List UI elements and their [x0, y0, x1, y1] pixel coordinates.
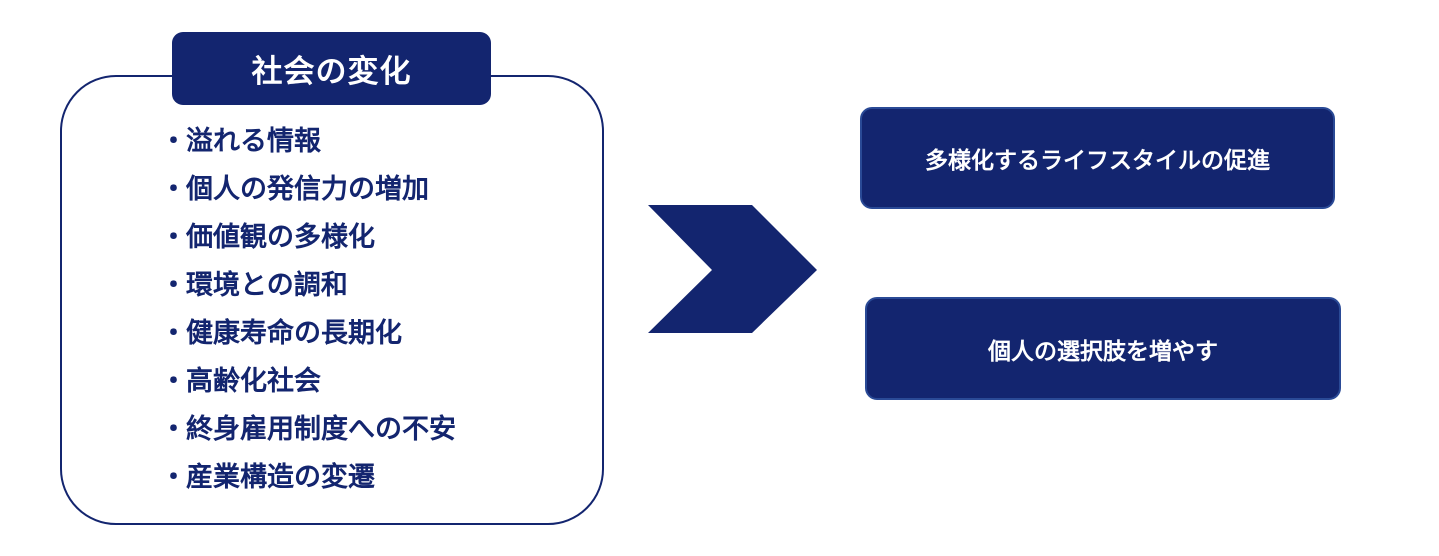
bullet: ・ — [160, 414, 187, 445]
bullet: ・ — [160, 126, 187, 157]
chevron-right-icon — [648, 205, 817, 333]
bullet: ・ — [160, 270, 187, 301]
bullet: ・ — [160, 174, 187, 205]
bullet: ・ — [160, 318, 187, 349]
panel-title: 社会の変化 — [172, 32, 491, 105]
list-item: ・産業構造の変遷 — [160, 454, 456, 502]
list-item-label: 環境との調和 — [186, 270, 348, 301]
result-box-choices: 個人の選択肢を増やす — [865, 297, 1341, 400]
list-item-label: 個人の発信力の増加 — [186, 174, 429, 205]
list-item-label: 産業構造の変遷 — [186, 462, 375, 493]
bullet: ・ — [160, 366, 187, 397]
result-box-lifestyle: 多様化するライフスタイルの促進 — [860, 107, 1335, 209]
list-item: ・高齢化社会 — [160, 358, 456, 406]
list-item-label: 高齢化社会 — [186, 366, 321, 397]
list-item: ・終身雇用制度への不安 — [160, 406, 456, 454]
change-list: ・溢れる情報 ・個人の発信力の増加 ・価値観の多様化 ・環境との調和 ・健康寿命… — [160, 118, 456, 502]
list-item: ・環境との調和 — [160, 262, 456, 310]
bullet: ・ — [160, 462, 187, 493]
list-item-label: 健康寿命の長期化 — [186, 318, 402, 349]
social-change-panel — [60, 75, 604, 525]
list-item: ・健康寿命の長期化 — [160, 310, 456, 358]
list-item: ・価値観の多様化 — [160, 214, 456, 262]
list-item-label: 価値観の多様化 — [186, 222, 375, 253]
list-item-label: 終身雇用制度への不安 — [186, 414, 456, 445]
bullet: ・ — [160, 222, 187, 253]
list-item-label: 溢れる情報 — [186, 126, 321, 157]
list-item: ・溢れる情報 — [160, 118, 456, 166]
list-item: ・個人の発信力の増加 — [160, 166, 456, 214]
